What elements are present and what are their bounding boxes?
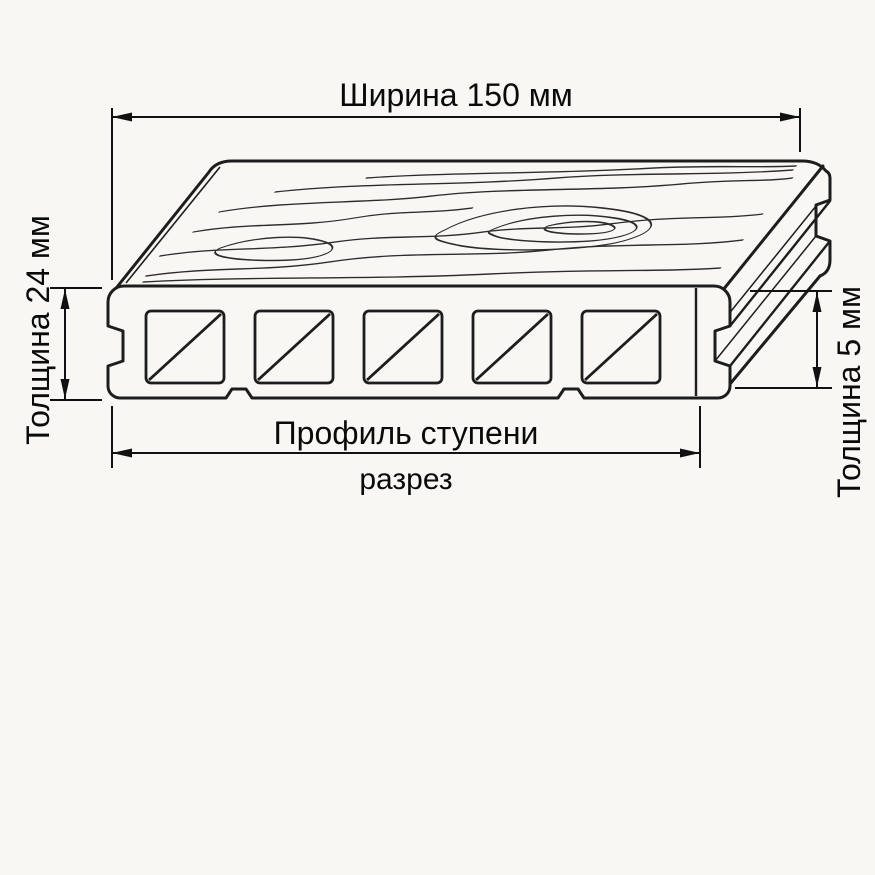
chamber-outline — [471, 309, 553, 385]
grain-line — [274, 169, 794, 193]
arrowhead-top — [812, 292, 822, 312]
side-bottom-edge — [718, 274, 822, 398]
grain-line — [145, 239, 744, 277]
arrowhead-right — [780, 112, 800, 122]
groove-inner-lower — [714, 235, 817, 362]
front-section — [106, 284, 732, 400]
groove-line-lower — [728, 239, 832, 368]
top-surface — [107, 159, 832, 299]
dimension-thickness-left: Толщина 24 мм — [20, 215, 102, 445]
hollow-chamber — [580, 309, 662, 385]
side-face — [714, 164, 832, 398]
thickness-left-label: Толщина 24 мм — [20, 215, 56, 445]
top-face-outline — [107, 159, 832, 299]
arrowhead-left — [112, 112, 132, 122]
dimension-width: Ширина 150 мм — [111, 77, 801, 280]
wood-grain — [142, 165, 797, 283]
thickness-right-label: Толщина 5 мм — [831, 286, 867, 498]
grain-line — [192, 207, 474, 233]
arrowhead-left — [112, 448, 132, 458]
grain-line — [159, 213, 764, 257]
grain-loop — [434, 205, 652, 251]
section-label: разрез — [359, 463, 452, 496]
profile-label: Профиль ступени — [274, 415, 539, 451]
front-profile-outline — [106, 284, 732, 400]
chamber-outline — [253, 309, 335, 385]
grain-loop — [543, 220, 616, 235]
top-face-right-edge — [721, 164, 825, 292]
groove-line-upper — [728, 199, 832, 328]
dimension-groove-right: Толщина 5 мм — [735, 286, 867, 498]
arrowhead-bottom — [60, 379, 70, 399]
chamber-diagonal — [148, 312, 222, 382]
end-cap-profile — [814, 176, 832, 278]
groove-inner-upper — [714, 205, 817, 332]
grain-line — [142, 267, 722, 283]
dimension-profile-bottom: Профиль ступени разрез — [111, 406, 701, 496]
chamber-diagonal — [475, 312, 549, 382]
chamber-diagonal — [366, 312, 440, 382]
arrowhead-top — [60, 289, 70, 309]
top-left-inner-edge — [125, 166, 221, 284]
arrowhead-bottom — [812, 367, 822, 387]
grain-loop — [487, 214, 638, 243]
chamber-outline — [580, 309, 662, 385]
grain-line — [365, 165, 797, 179]
grain-loop — [214, 236, 334, 262]
hollow-chamber — [144, 309, 226, 385]
chamber-outline — [144, 309, 226, 385]
hollow-chamber — [253, 309, 335, 385]
chamber-diagonal — [257, 312, 331, 382]
arrowhead-right — [680, 448, 700, 458]
chamber-outline — [362, 309, 444, 385]
grain-line — [218, 177, 794, 213]
chamber-diagonal — [584, 312, 658, 382]
hollow-chamber — [471, 309, 553, 385]
hollow-chamber — [362, 309, 444, 385]
width-label: Ширина 150 мм — [339, 77, 573, 113]
